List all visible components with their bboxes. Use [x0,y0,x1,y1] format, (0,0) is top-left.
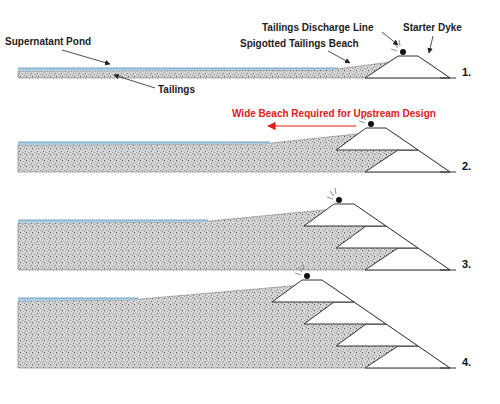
dam-stage [18,188,456,270]
beach-width-arrow [268,125,356,126]
beach-note: Wide Beach Required for Upstream Design [232,108,436,120]
pond-surface [18,68,338,69]
raise-dyke [336,324,418,346]
starter-dyke [365,56,450,78]
spray-stroke [295,273,301,275]
stage-number: 1. [462,66,471,78]
raise-dyke [304,302,386,324]
spray-stroke [359,121,365,123]
beach-label: Spigotted Tailings Beach [240,38,359,50]
dam-stage [18,112,456,172]
spray-stroke [303,264,304,270]
pond-surface [18,220,208,221]
discharge-pipe [400,49,406,55]
dam-stage [18,264,456,368]
tailings-body [18,285,450,368]
leader-line [429,36,433,53]
raise-dyke [336,226,418,248]
starter-dyke [365,248,450,270]
raise-dyke [272,280,354,302]
stage-number: 2. [462,160,471,172]
spray-stroke [335,188,336,194]
pond-surface [18,298,138,299]
discharge-pipe [304,273,310,279]
leader-line [114,75,155,88]
starter-dyke [365,346,450,368]
stage-number: 3. [462,258,471,270]
pond-water [18,142,270,145]
pond-water [18,220,208,223]
spray-stroke [327,197,333,199]
discharge-pipe [368,121,374,127]
discharge-label: Tailings Discharge Line [262,22,374,34]
dyke-label: Starter Dyke [403,22,462,34]
tailings-body [18,209,450,270]
spray-stroke [399,40,400,46]
spray-stroke [330,191,334,196]
pond-water [18,298,138,301]
pond-surface [18,142,270,143]
raise-dyke [304,204,386,226]
leader-line [62,50,110,64]
ground-line [440,368,456,369]
pond-label: Supernatant Pond [5,36,91,48]
leader-line [328,51,350,63]
tailings-label: Tailings [158,84,195,96]
spray-stroke [391,49,397,51]
leader-line [382,32,398,45]
raise-dyke [336,128,418,150]
discharge-pipe [336,197,342,203]
spray-stroke [298,267,302,272]
stage-number: 4. [462,356,471,368]
ground-line [440,172,456,173]
pond-water [18,68,338,71]
ground-line [440,78,456,79]
starter-dyke [365,150,450,172]
ground-line [440,270,456,271]
